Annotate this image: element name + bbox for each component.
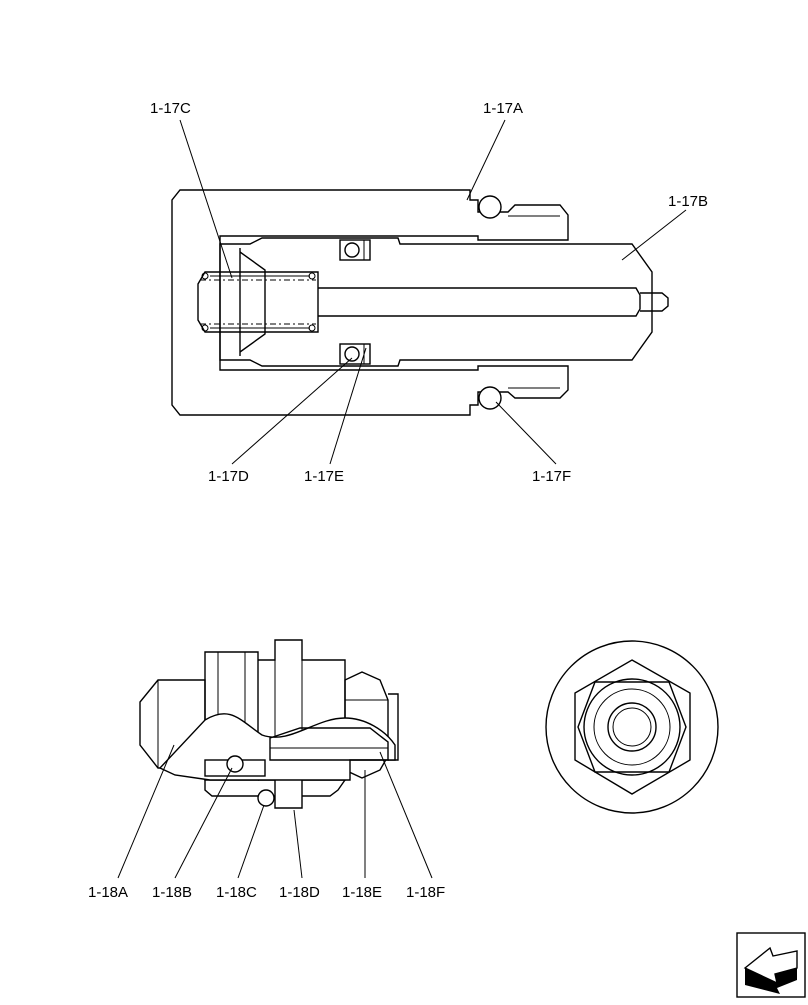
label-1-17B: 1-17B: [668, 193, 708, 210]
label-1-17C: 1-17C: [150, 100, 191, 117]
label-1-18C: 1-18C: [216, 884, 257, 901]
relief-valve-assembly-1-18: [139, 639, 399, 809]
valve-assembly-1-17: [171, 189, 669, 416]
label-1-17D: 1-17D: [208, 468, 249, 485]
label-1-17A: 1-17A: [483, 100, 523, 117]
label-1-18B: 1-18B: [152, 884, 192, 901]
label-1-18E: 1-18E: [342, 884, 382, 901]
next-page-arrow-icon[interactable]: [736, 932, 806, 998]
label-1-18D: 1-18D: [279, 884, 320, 901]
leader-lines-1-18: [117, 744, 433, 879]
label-1-17F: 1-17F: [532, 468, 571, 485]
label-1-18A: 1-18A: [88, 884, 128, 901]
leader-lines-1-17: [179, 119, 687, 465]
valve-end-view: [545, 640, 719, 814]
label-1-18F: 1-18F: [406, 884, 445, 901]
label-1-17E: 1-17E: [304, 468, 344, 485]
